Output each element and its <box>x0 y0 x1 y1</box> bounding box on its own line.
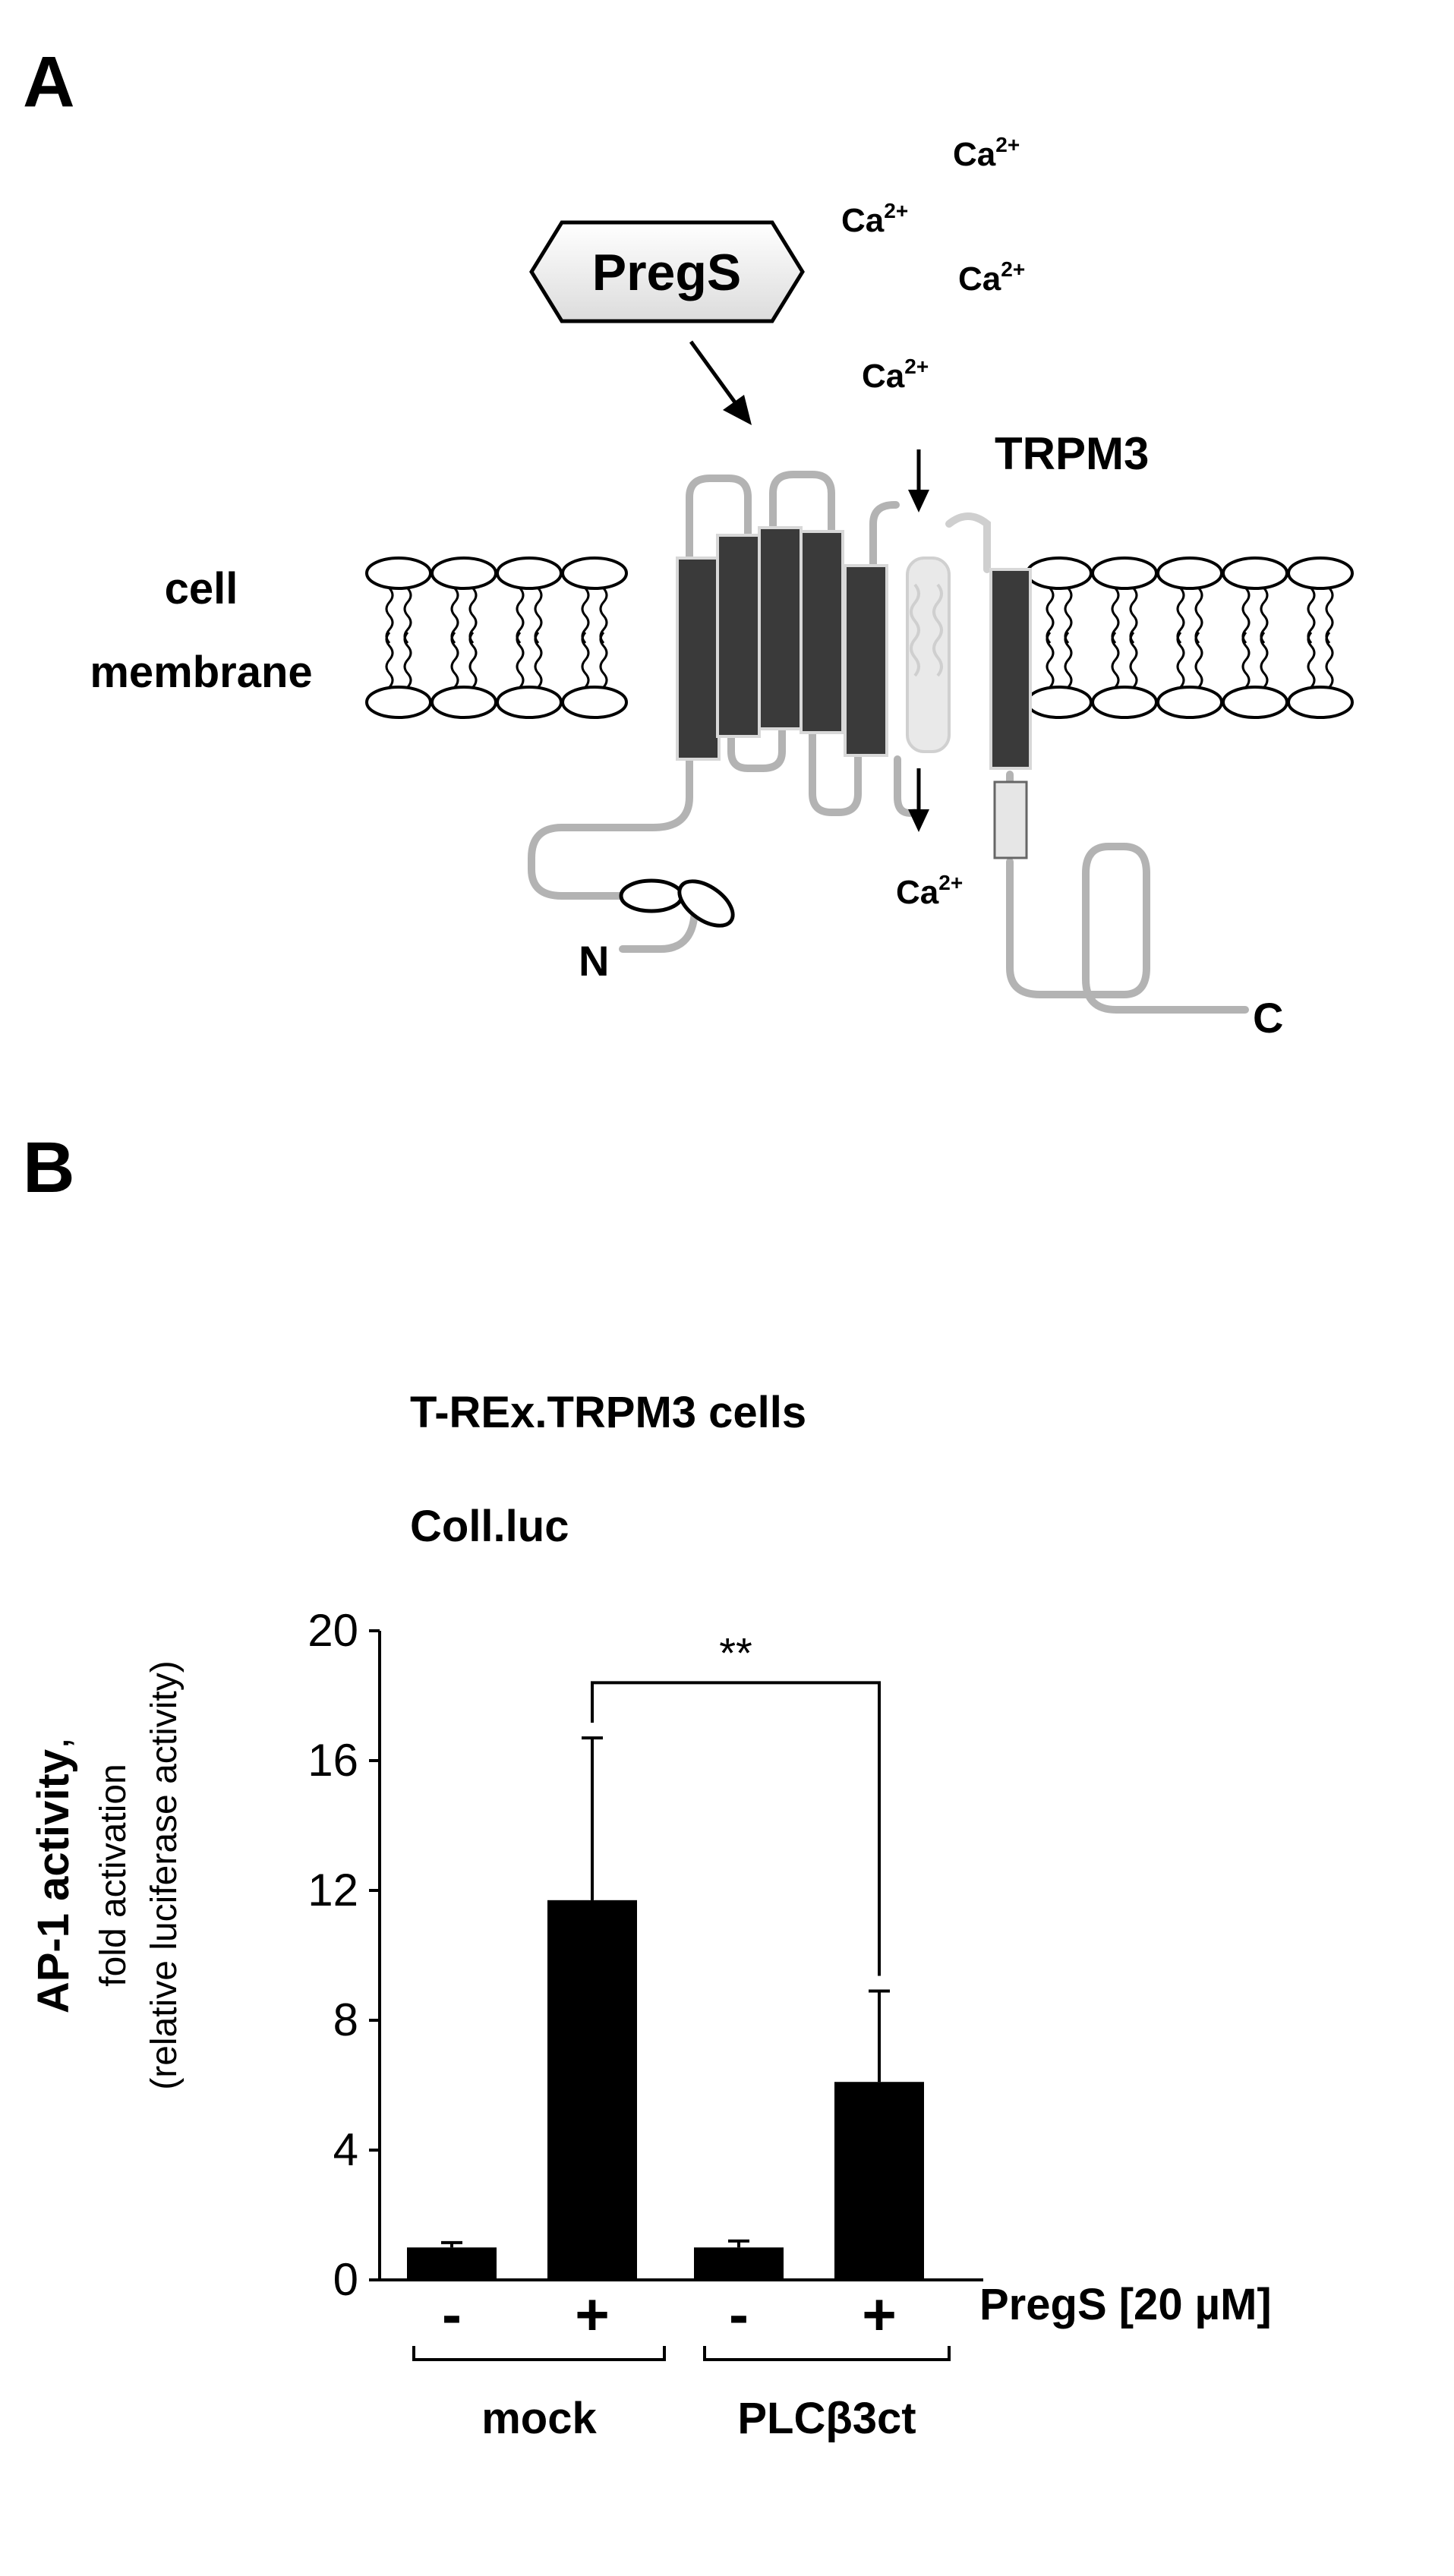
chart-subtitle: Coll.luc <box>410 1502 569 1551</box>
bar <box>694 2247 784 2280</box>
lipid-pair <box>1222 557 1288 719</box>
lipid-pair <box>365 557 432 719</box>
y-axis-label: AP-1 activity, <box>29 1737 78 2013</box>
membrane-label-line1: cell <box>165 564 238 613</box>
group-label-mock: mock <box>481 2394 597 2443</box>
ca-ion: Ca2+ <box>841 199 908 239</box>
ca-ion-intracellular: Ca2+ <box>896 871 963 911</box>
ca-influx-arrowhead-bottom <box>908 809 929 832</box>
panel-b-chart: B T-REx.TRPM3 cells Coll.luc AP-1 activi… <box>23 1127 1272 2443</box>
x-tick-label: - <box>442 2281 462 2347</box>
membrane-label-line2: membrane <box>90 648 312 697</box>
y-axis-label-line2: fold activation <box>93 1764 134 1987</box>
lipid-pair <box>496 557 563 719</box>
bar <box>547 1900 637 2280</box>
significance-bracket <box>591 1681 881 1976</box>
n-terminus-label: N <box>579 937 609 985</box>
bar <box>834 2082 924 2280</box>
ca-ion: Ca2+ <box>862 355 929 395</box>
ca-ion: Ca2+ <box>953 133 1020 173</box>
ca-ion: Ca2+ <box>958 257 1025 298</box>
pregs-arrow <box>689 340 737 404</box>
chart-axes: 0 4 8 12 16 20 <box>308 1605 983 2305</box>
panel-a-diagram: A PregS Ca2+ Ca2+ Ca2+ Ca2+ TRPM3 cell m… <box>23 42 1354 1042</box>
y-tick-label: 8 <box>333 1994 358 2045</box>
trpm3-label: TRPM3 <box>995 428 1149 479</box>
y-tick-label: 12 <box>308 1865 358 1915</box>
significance-label: ** <box>719 1629 752 1676</box>
lipid-pair <box>1287 557 1354 719</box>
pregs-arrowhead <box>723 395 752 425</box>
c-terminus-label: C <box>1253 994 1283 1042</box>
y-tick-label: 4 <box>333 2124 358 2175</box>
y-tick-label: 16 <box>308 1735 358 1786</box>
x-tick-label: + <box>862 2281 897 2347</box>
n-terminus-domain <box>619 878 684 913</box>
y-tick-label: 20 <box>308 1605 358 1656</box>
panel-a-label: A <box>23 42 75 122</box>
chart-x-ticks: - + - + <box>442 2281 897 2347</box>
y-axis-label-line3: (relative luciferase activity) <box>144 1660 185 2090</box>
lipid-bilayer <box>365 557 1354 719</box>
group-label-plcb3ct: PLCβ3ct <box>737 2394 916 2443</box>
pregs-label: PregS <box>592 244 742 301</box>
lipid-pair <box>561 557 628 719</box>
lipid-pair <box>1156 557 1223 719</box>
c-terminal-domain <box>993 780 1028 859</box>
chart-title: T-REx.TRPM3 cells <box>410 1388 806 1437</box>
n-terminus-domain <box>677 879 735 928</box>
chart-bars <box>407 1736 924 2280</box>
pregs-ligand: PregS <box>529 220 805 323</box>
lipid-pair <box>1091 557 1158 719</box>
x-tick-label: + <box>575 2281 610 2347</box>
lipid-pair <box>431 557 497 719</box>
panel-b-label: B <box>23 1127 75 1208</box>
group-brackets <box>412 2346 951 2361</box>
treatment-label: PregS [20 µM] <box>979 2280 1272 2329</box>
ca-influx-arrowhead-top <box>908 490 929 512</box>
pore-region <box>906 557 951 753</box>
y-tick-label: 0 <box>333 2254 358 2305</box>
bar <box>407 2247 497 2280</box>
x-tick-label: - <box>729 2281 749 2347</box>
transmembrane-helices <box>676 526 1032 770</box>
lipid-pair <box>1026 557 1093 719</box>
